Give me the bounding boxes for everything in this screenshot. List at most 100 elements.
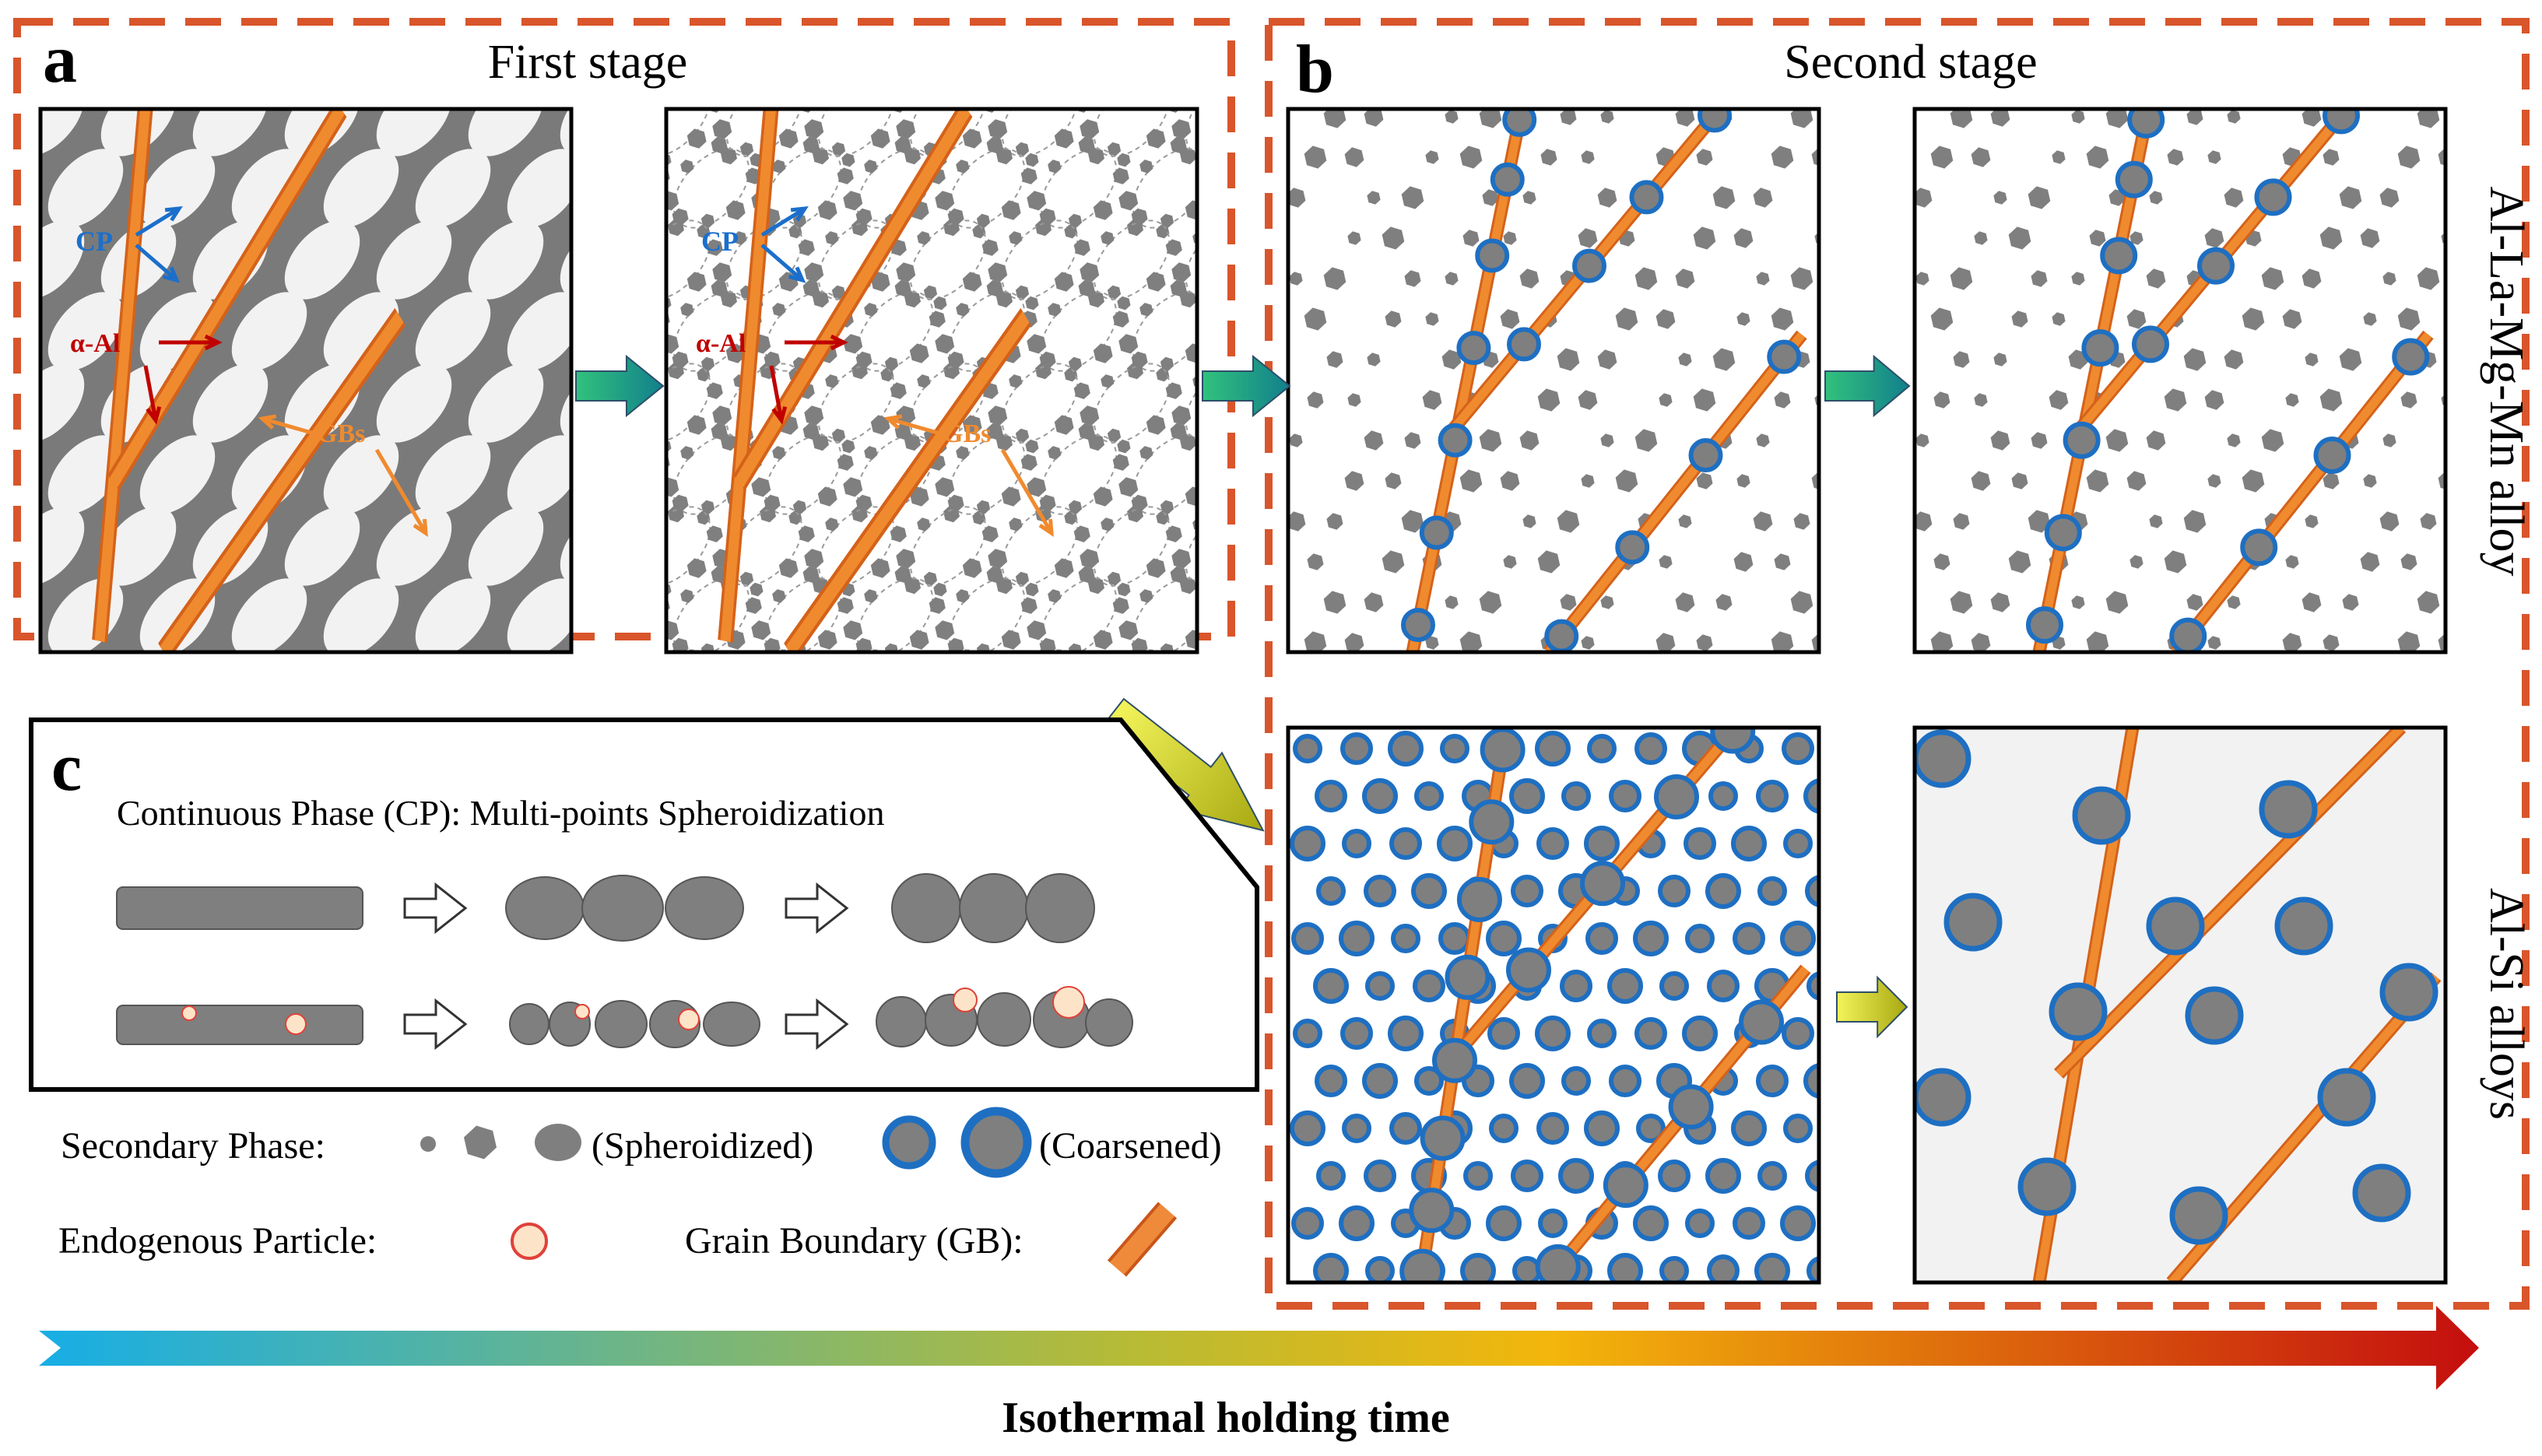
spheroidized-particle xyxy=(896,692,915,711)
spheroidized-particle xyxy=(1950,591,1973,614)
spheroidized-particle xyxy=(1344,471,1364,491)
alpha-al-grain xyxy=(376,363,452,443)
spheroidized-particle xyxy=(788,654,802,668)
spheroidized-particle xyxy=(2149,191,2163,205)
spheroidized-particle xyxy=(1141,76,1157,93)
coarsened-particle xyxy=(1658,875,1691,907)
cp-arrow xyxy=(135,206,181,237)
spheroidized-particle xyxy=(641,88,655,102)
panel-title-a: First stage xyxy=(488,36,688,89)
spheroidized-particle xyxy=(2028,186,2051,209)
coarsened-particle xyxy=(1480,728,1526,773)
spheroidized-particle xyxy=(595,128,615,148)
coarsened-particle xyxy=(1805,1160,1819,1192)
spheroidized-particle xyxy=(2460,191,2474,205)
spheroidized-particle xyxy=(1425,636,1439,650)
coarsened-particle xyxy=(1754,1253,1790,1282)
cp-arrow xyxy=(760,244,804,282)
spheroidized-particle xyxy=(917,661,930,675)
coarsened-particle xyxy=(1536,827,1569,860)
spheroidized-particle xyxy=(1915,272,1929,286)
panel-a-initial xyxy=(38,107,574,654)
coarsened-particle xyxy=(1438,922,1471,955)
spheroidized-particle xyxy=(629,291,645,308)
spheroidized-particle xyxy=(855,494,872,512)
spheroidized-particle xyxy=(1756,272,1770,286)
spheroidized-particle xyxy=(894,136,911,154)
panel-letter-a: a xyxy=(43,22,77,97)
alpha-al-grain xyxy=(415,435,491,514)
spheroidized-particle xyxy=(1288,511,1306,532)
spheroidized-particle xyxy=(1930,631,1954,652)
legend-small-particle xyxy=(420,1136,436,1152)
spheroidized-particle xyxy=(549,661,563,675)
coarsened-particle xyxy=(1509,1063,1545,1099)
spheroidized-particle xyxy=(2363,474,2377,488)
alpha-al-grain xyxy=(139,435,216,514)
spheroidized-particle xyxy=(1093,0,1109,10)
alpha-al-arrow xyxy=(143,365,158,421)
spheroidized-particle xyxy=(620,423,636,440)
spheroidized-particle xyxy=(792,213,807,228)
spheroidized-particle xyxy=(641,661,655,675)
spheroidized-particle xyxy=(988,119,1008,139)
spheroidized-particle xyxy=(855,351,872,369)
spheroidized-particle xyxy=(1205,597,1221,614)
spheroidized-particle xyxy=(1771,631,1794,652)
spheroidized-particle xyxy=(855,208,872,226)
spheroidized-particle xyxy=(904,577,921,595)
spheroidized-particle xyxy=(870,272,890,292)
spheroidized-particle xyxy=(641,517,655,532)
coarsened-particle xyxy=(1767,339,1802,374)
spheroidized-particle xyxy=(672,494,689,512)
coarsened-particle xyxy=(1445,954,1490,1000)
spheroidized-particle xyxy=(2305,353,2319,367)
spheroidized-particle xyxy=(1039,637,1056,652)
spheroidized-particle xyxy=(996,577,1013,595)
coarsened-particle xyxy=(2072,786,2131,845)
spheroidized-particle xyxy=(1382,550,1405,574)
spheroidized-particle xyxy=(1849,550,1872,573)
coarsened-particle xyxy=(1365,971,1395,1001)
frame-second-stage xyxy=(1265,18,2530,1310)
spheroidized-particle xyxy=(1015,428,1030,443)
spheroidized-particle xyxy=(1165,239,1182,256)
spheroidized-particle xyxy=(772,446,786,460)
coarsened-particle xyxy=(1290,1110,1325,1146)
coarsened-particle xyxy=(1609,780,1641,812)
spheroidized-particle xyxy=(1209,440,1222,454)
spheroidized-particle xyxy=(2108,189,2126,206)
time-axis-label: Isothermal holding time xyxy=(1002,1394,1450,1442)
cp-arrow-head xyxy=(162,266,181,283)
spheroidizing-segment xyxy=(509,1003,549,1045)
spheroidized-particle xyxy=(1054,128,1074,149)
spheroidized-particle xyxy=(884,356,899,371)
spheroidized-particle xyxy=(804,262,824,282)
spheroidized-particle xyxy=(1068,213,1083,228)
spheroidized-particle xyxy=(1074,668,1090,686)
spheroidized-particle xyxy=(1834,353,1847,367)
spheroidized-particle xyxy=(1693,388,1716,412)
coarsened-particle xyxy=(1342,829,1371,858)
alpha-al-grain xyxy=(284,109,360,156)
spheroidized-particle xyxy=(697,654,710,668)
spheroidized-particle xyxy=(817,0,834,10)
spheroidized-particle xyxy=(2339,348,2362,371)
coarsened-particle xyxy=(1633,921,1669,956)
spheroidized-particle xyxy=(1500,309,1520,329)
spheroidized-particle xyxy=(725,200,746,220)
spheroidized-particle xyxy=(1160,213,1174,228)
spheroidized-particle xyxy=(1712,348,1736,371)
coarsened-particle xyxy=(1710,728,1756,754)
coarsened-particle xyxy=(1733,922,1765,955)
spheroidized-particle xyxy=(588,589,602,603)
spheroidized-particle xyxy=(1736,312,1750,326)
spheroidized-particle xyxy=(1238,701,1258,721)
spheroidized-particle xyxy=(1027,477,1047,497)
alpha-al-grain xyxy=(192,109,269,156)
spheroidized-particle xyxy=(1165,382,1182,399)
spheroidized-particle xyxy=(1307,391,1324,409)
spheroidized-particle xyxy=(700,500,715,514)
coarsened-particle xyxy=(2049,982,2108,1041)
